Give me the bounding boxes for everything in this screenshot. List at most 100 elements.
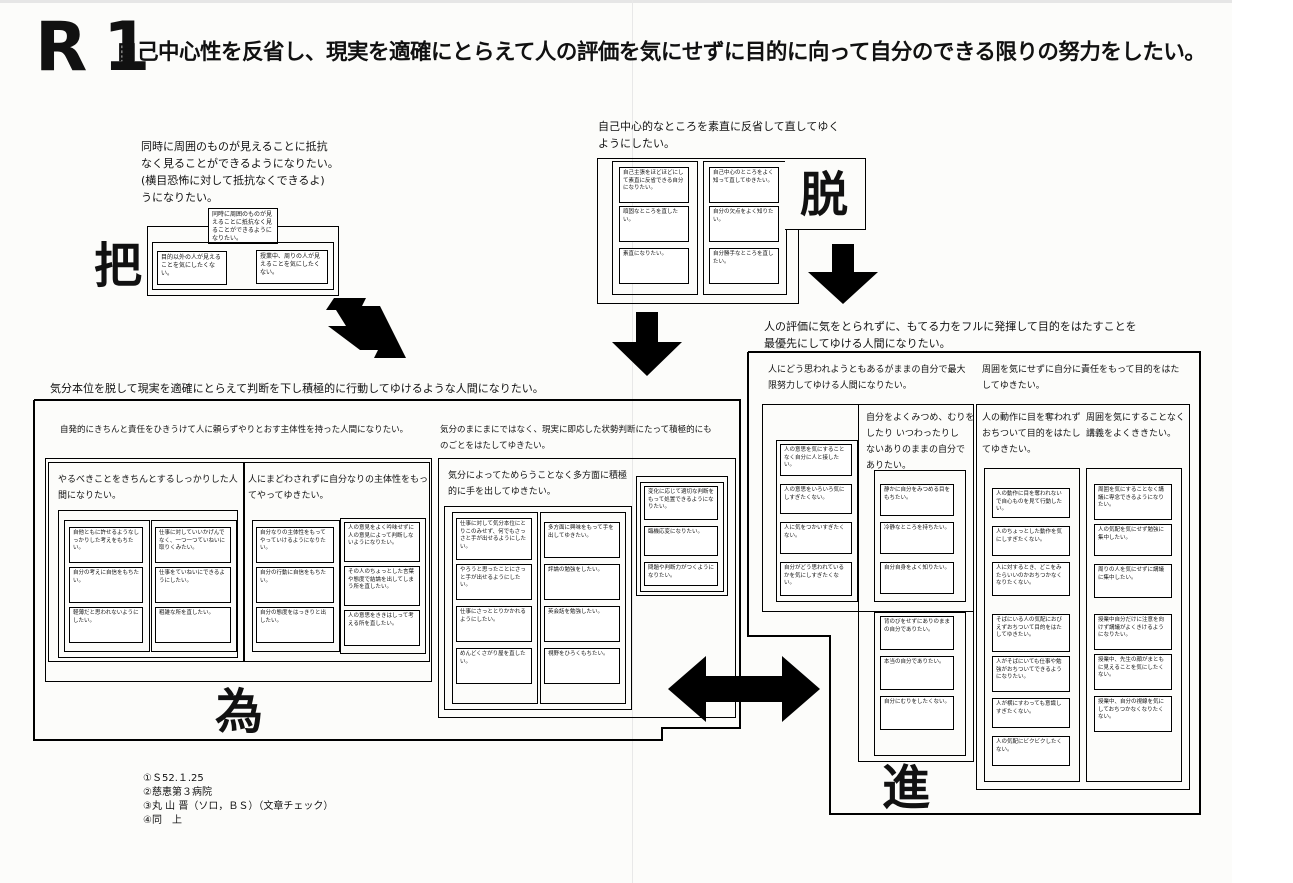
datsu-left-group <box>612 161 698 295</box>
i-g2-left-card-1: 自分なりの主体性をもってやっていけるようになりたい。 <box>256 527 334 563</box>
i-group-2 <box>244 462 430 662</box>
shin-g2-card-5: 本当の自分でありたい。 <box>880 656 954 690</box>
shin-g2-card-3: 自分自身をよく知りたい。 <box>880 562 954 594</box>
i-g3-left-col <box>452 512 538 704</box>
i-left-heading: 自発的にきちんと責任をひきうけて人に頼らずやりとおす主体性を持った人間になりたい… <box>60 425 409 435</box>
datsu-left-card-3: 素直になりたい。 <box>619 248 689 284</box>
i-g4-col <box>640 482 724 592</box>
shin-g1-card-3: 人に気をつかいすぎたくない。 <box>780 522 852 554</box>
shin-kanji: 進 <box>882 760 931 816</box>
shin-g4-card-4: 授業中自分だけに注意を向けず講議がよくきけるようになりたい。 <box>1094 614 1172 650</box>
i-g2-left-col <box>252 520 340 652</box>
shin-g4-card-6: 授業中、自分の視線を気にしておちつかなくなりたくない。 <box>1094 696 1172 732</box>
i-g4-card-2: 臨機応変になりたい。 <box>644 526 718 556</box>
shin-g2-frame <box>858 404 974 762</box>
shin-g2-upper <box>874 470 966 602</box>
shin-left-heading: 人にどう思われようともあるがままの自分で最大 限努力してゆける人間になりたい。 <box>768 365 966 391</box>
datsu-kanji: 脱 <box>800 167 849 223</box>
shin-g2-card-4: 背のびをせずにありのままの自分でありたい。 <box>880 616 954 650</box>
shin-right-heading: 周囲を気にせずに自分に責任をもって目的をはた してゆきたい。 <box>982 365 1180 391</box>
datsu-right-card-2: 自分の欠点をよく知りたい。 <box>709 206 779 242</box>
i-g3-left-card-2: やろうと思ったことにさっと手が出せるようにしたい。 <box>456 564 532 600</box>
shin-g2-card-6: 自分にむりをしたくない。 <box>880 696 954 730</box>
double-arrow-icon <box>668 656 820 722</box>
note-1: ①Ｓ52.１.25 <box>143 773 204 784</box>
title-badge: R 1 <box>35 8 150 87</box>
shin-g1-card-1: 人の意思を気にすることなく自分に人と接したい。 <box>780 444 852 476</box>
i-g1-right-col <box>151 520 237 652</box>
datsu-statement: 自己中心的なところを素直に反省して直してゆく ようにしたい。 <box>598 120 840 150</box>
i-g3-right-card-1: 多方面に興味をもって手を出してゆきたい。 <box>544 522 620 558</box>
ha-statement: 同時に周囲のものが見えることに抵抗 なく見ることができるようになりたい。 (横目… <box>141 140 339 204</box>
ha-inner-box <box>152 242 334 290</box>
shin-g1-card-4: 自分がどう思われているかを気にしすぎたくない。 <box>780 562 852 596</box>
shin-g3-card-4: そばにいる人の気配におびえずおちついて目的をはたしてゆきたい。 <box>992 614 1070 652</box>
i-g4-card-3: 問題や判断力がつくようになりたい。 <box>644 562 718 586</box>
i-g3-right-col <box>540 512 626 704</box>
shin-g4-card-1: 周囲を気にすることなく講議に専念できるようになりたい。 <box>1094 484 1172 520</box>
i-g2-right-col <box>340 518 426 654</box>
shin-statement: 人の評価に気をとられずに、もてる力をフルに発揮して目的をはたすことを 最優先にし… <box>764 320 1137 350</box>
page-margin <box>1232 0 1293 883</box>
note-4: ④同 上 <box>143 815 182 826</box>
i-left-container <box>45 458 432 682</box>
datsu-right-card-1: 自己中心のところをよく知って直してゆきたい。 <box>709 167 779 203</box>
ha-top-card: 同時に周囲のものが見えることに抵抗なく見ることができるようになりたい。 <box>208 208 278 244</box>
down-arrow-icon <box>808 244 878 304</box>
shin-g3-card-7: 人の気配にビクビクしたくない。 <box>992 736 1070 766</box>
shin-g2-title: 自分をよくみつめ、むりを したり いつわったりし ないありのままの自分で ありた… <box>866 413 975 471</box>
shin-g4-title: 周囲を気にすることなく 講義をよくききたい。 <box>1086 413 1185 439</box>
i-g1-right-card-2: 仕事をていねいにできるようにしたい。 <box>155 567 231 603</box>
i-g3-frame <box>444 506 632 710</box>
i-g1-left-card-2: 自分の考えに自信をもちたい。 <box>69 567 143 603</box>
i-g4-card-1: 変化に応じて適切な判断をもって処置できるようになりたい。 <box>644 486 718 520</box>
i-g1-right-card-3: 粗雑な所を直したい。 <box>155 607 231 643</box>
i-g1-left-card-1: 自他ともに許せるようなしっかりした考えをもちたい。 <box>69 527 143 563</box>
shin-g3-card-5: 人がそばにいても仕事や勉強がおちついてできるようになりたい。 <box>992 656 1070 692</box>
note-2: ②慈恵第３病院 <box>143 787 212 798</box>
i-g3-right-card-2: 評論の勉強をしたい。 <box>544 564 620 600</box>
i-g1-frame <box>58 510 238 658</box>
page-title: 自己中心性を反省し、現実を適確にとらえて人の評価を気にせずに目的に向って自分ので… <box>116 40 1206 65</box>
shin-g2-card-1: 静かに自分をみつめる目をもちたい。 <box>880 484 954 516</box>
i-g3-right-card-4: 視野をひろくもちたい。 <box>544 648 620 684</box>
shin-g1-col <box>776 440 858 602</box>
shin-g3-card-6: 人が横にすわっても意識しすぎたくない。 <box>992 698 1070 728</box>
zigzag-arrow-icon <box>326 298 406 358</box>
i-g3-left-card-1: 仕事に対して気分本位にとりこのみせず、何でもさっさと手が出せるようにしたい。 <box>456 518 532 560</box>
shin-g4-col <box>1086 468 1182 782</box>
shin-g3-card-1: 人の動作に目を奪われないで自心ものを見て行動したい。 <box>992 488 1070 518</box>
shin-g1-card-2: 人の意思をいろいろ気にしすぎたくない。 <box>780 484 852 514</box>
i-g2-left-card-3: 自分の態度をはっきりと出したい。 <box>256 607 334 643</box>
footnotes: ①Ｓ52.１.25 ②慈恵第３病院 ③丸 山 晋（ソロ，ＢＳ）（文章チェック） … <box>143 772 333 828</box>
shin-g2-lower <box>874 612 966 756</box>
i-g2-right-card-2: その人のちょっとした言葉や態度で結論を出してしまう所を直したい。 <box>344 566 420 606</box>
datsu-outer-box <box>597 158 799 304</box>
i-g1-title: やるべきことをきちんとするしっかりした人 間になりたい。 <box>58 475 238 501</box>
i-g4-frame <box>636 476 728 596</box>
i-g3-title: 気分によってためらうことなく多方面に積極 的に手を出してゆきたい。 <box>448 471 628 497</box>
shin-g4-card-2: 人の気配を気にせず勉強に集中したい。 <box>1094 524 1172 556</box>
shin-g3-title: 人の動作に目を奪われず おちついて目的をはたし てゆきたい。 <box>982 413 1081 455</box>
datsu-right-card-3: 自分勝手なところを直したい。 <box>709 248 779 284</box>
note-3: ③丸 山 晋（ソロ，ＢＳ）（文章チェック） <box>143 801 334 812</box>
i-g1-right-card-1: 仕事に対していいかげんでなく、一つ一つていねいに取りくみたい。 <box>155 527 231 563</box>
ha-card-2: 授業中、周りの人が見えることを気にしたくない。 <box>256 250 328 284</box>
shin-g4-card-3: 周りの人を気にせずに講議に集中したい。 <box>1094 564 1172 598</box>
datsu-left-card-2: 頑固なところを直したい。 <box>619 206 689 242</box>
shin-g3-col <box>984 468 1080 782</box>
ha-card-1: 目的以外の人が見えることを気にしたくない。 <box>157 251 227 285</box>
down-arrow-icon <box>612 312 682 376</box>
i-g1-left-col <box>64 520 150 652</box>
i-g2-title: 人にまどわされずに自分なりの主体性をもっ てやってゆきたい。 <box>248 475 429 501</box>
i-right-container <box>438 458 736 718</box>
i-g2-right-card-1: 人の意見をよく吟味せずに人の意見によって判断しないようになりたい。 <box>344 522 420 562</box>
i-g2-right-card-3: 人の意思をききはしって考える所を直したい。 <box>344 610 420 646</box>
ha-kanji: 把 <box>94 238 143 294</box>
i-group-1 <box>48 462 244 662</box>
i-right-heading: 気分のまにまにではなく、現実に即応した状勢判断にたって積極的にも のごとをはたし… <box>440 425 712 451</box>
datsu-left-card-1: 自己主張をほどほどにして素直に反省できる自分になりたい。 <box>619 167 689 203</box>
i-kanji: 為 <box>215 684 264 740</box>
i-g1-left-card-3: 軽薄だと思われないようにしたい。 <box>69 607 143 643</box>
top-rule <box>0 0 1293 3</box>
